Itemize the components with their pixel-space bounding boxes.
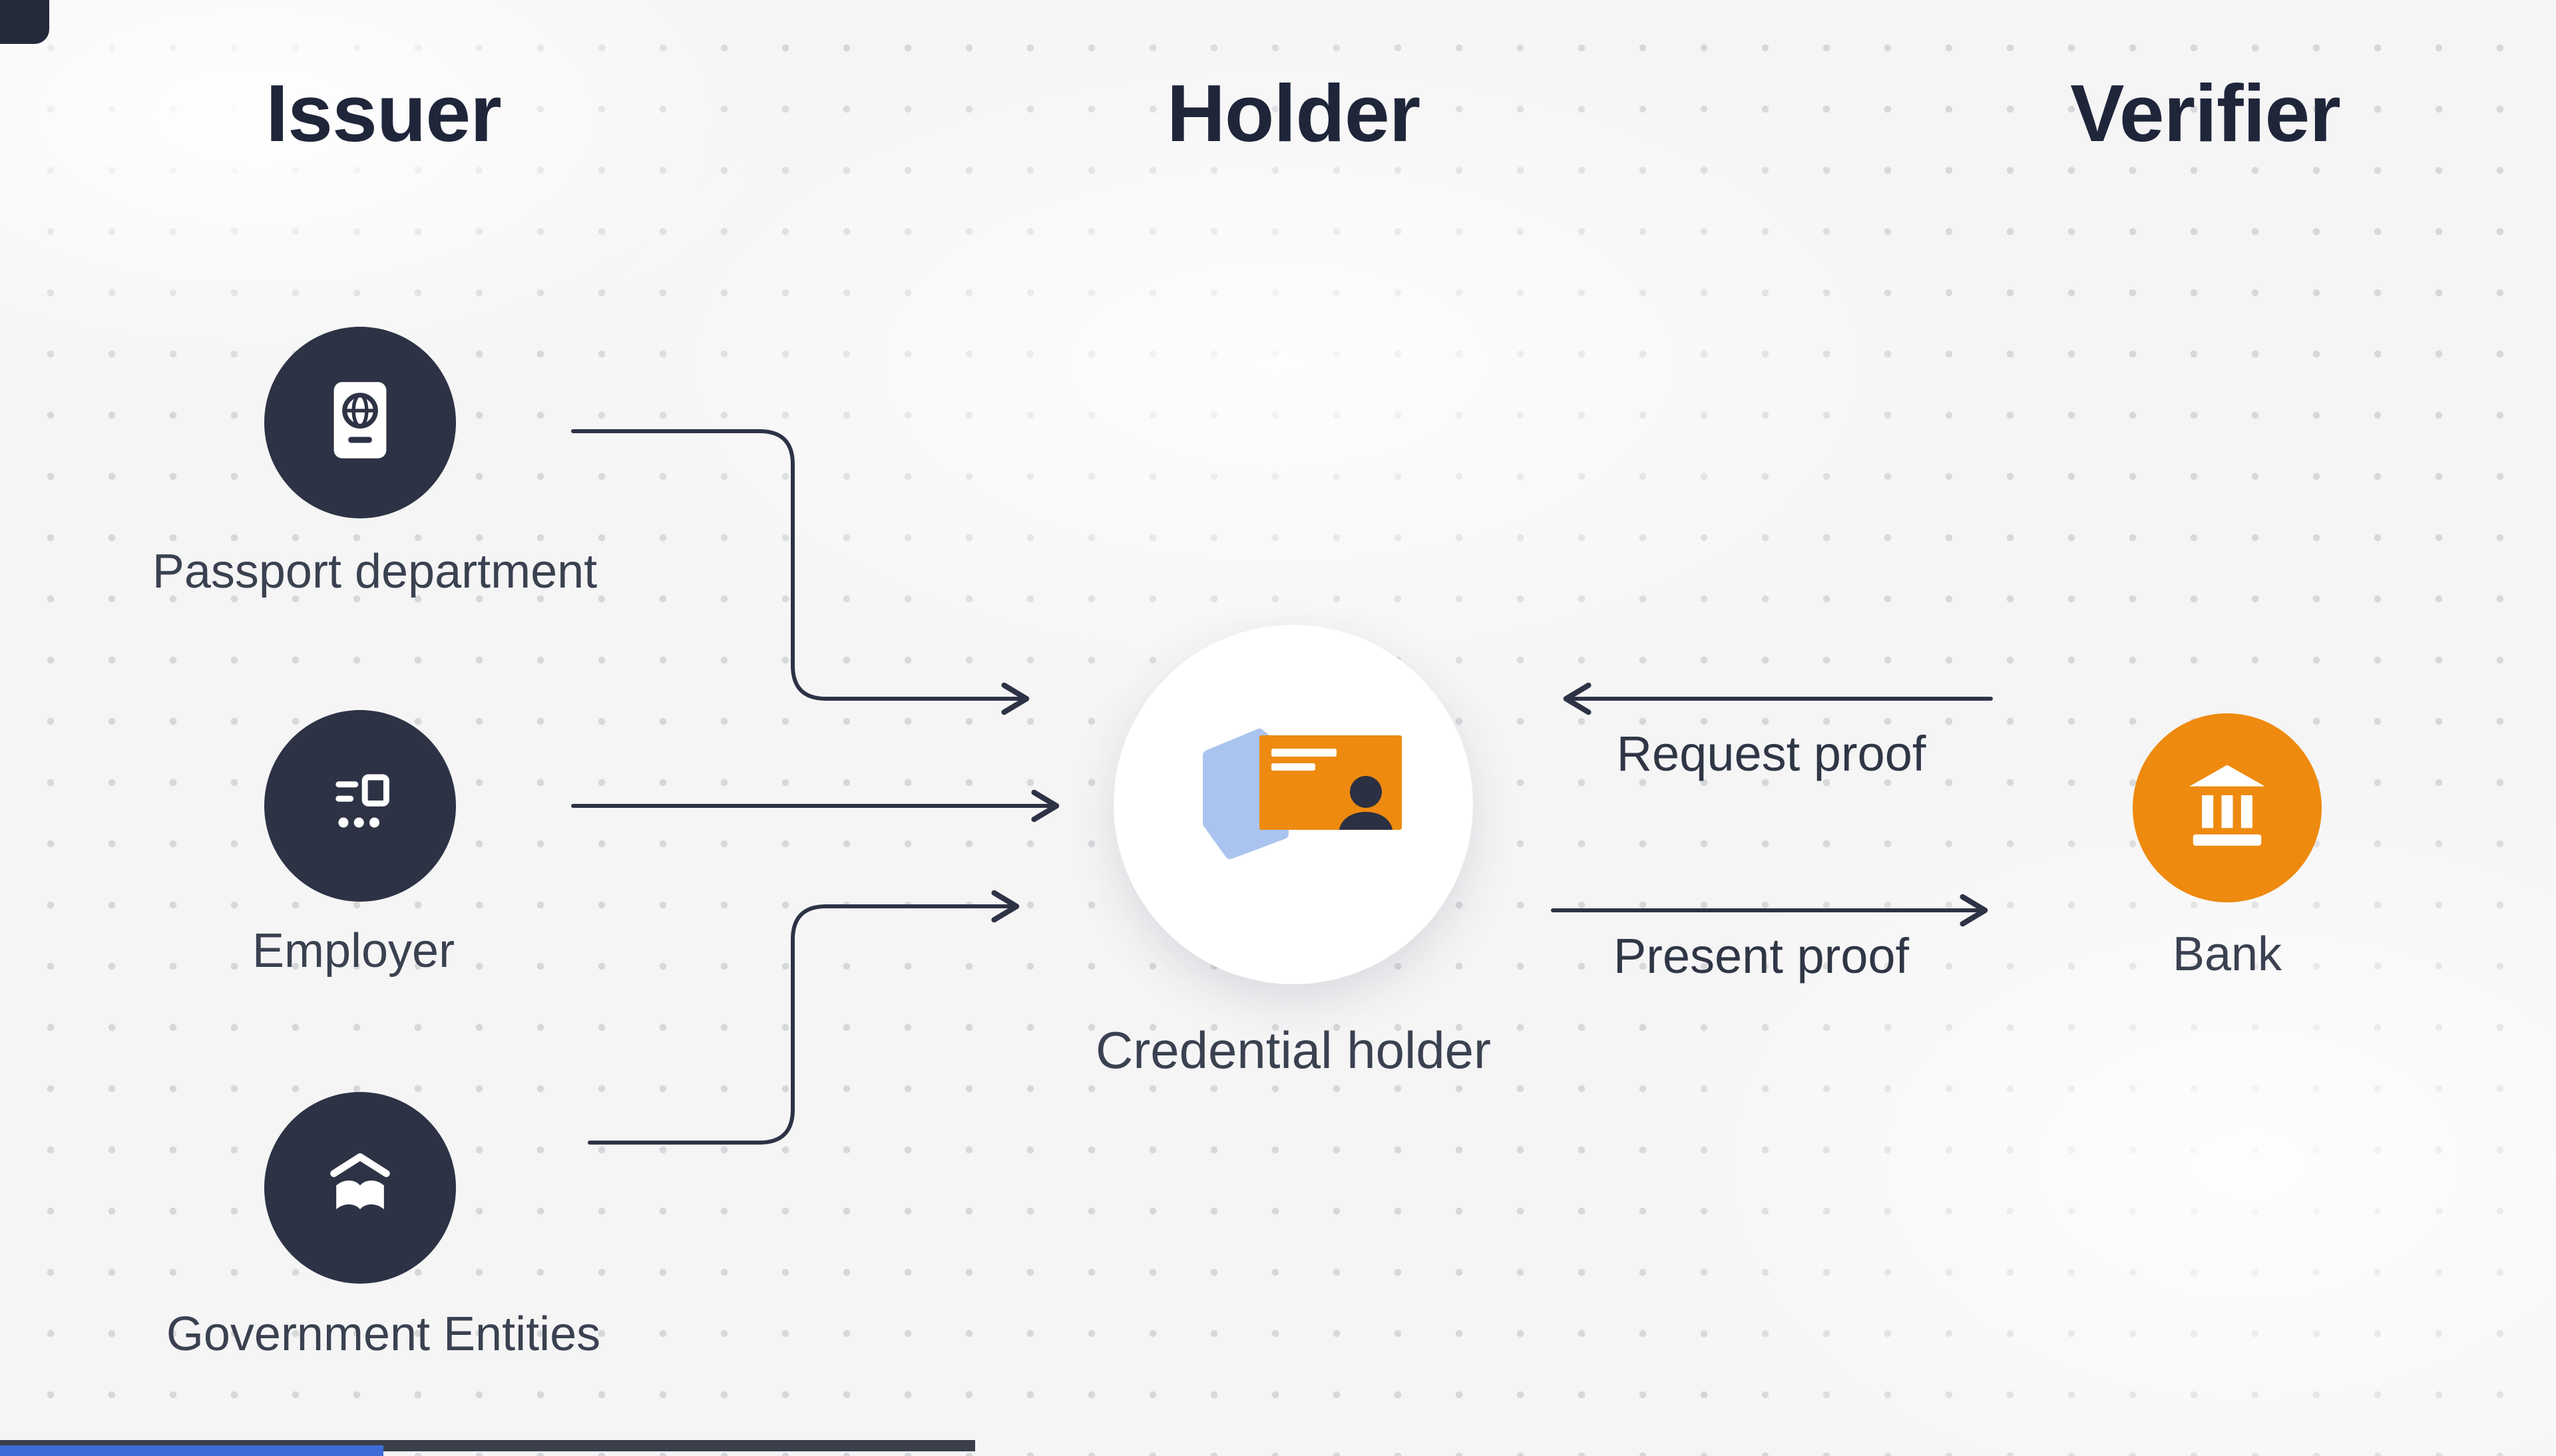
video-progress-bar[interactable] bbox=[0, 1445, 383, 1456]
passport-department-label: Passport department bbox=[152, 545, 598, 598]
bank-node bbox=[2133, 713, 2322, 902]
government-icon bbox=[330, 1153, 390, 1210]
government-entities-node bbox=[264, 1092, 456, 1284]
column-title-issuer: Issuer bbox=[266, 68, 501, 158]
bank-label: Bank bbox=[2172, 928, 2282, 981]
player-corner-overlay bbox=[0, 0, 49, 44]
employer-icon bbox=[335, 774, 389, 828]
request-proof-label: Request proof bbox=[1616, 726, 1926, 781]
bank-icon bbox=[2189, 765, 2265, 846]
government-entities-label: Government Entities bbox=[166, 1308, 601, 1361]
credential-holder-label: Credential holder bbox=[1095, 1021, 1492, 1079]
column-title-holder: Holder bbox=[1166, 68, 1420, 158]
employer-node bbox=[264, 710, 456, 902]
present-proof-label: Present proof bbox=[1613, 928, 1910, 984]
credential-card-icon bbox=[1203, 729, 1402, 859]
passport-icon bbox=[333, 382, 387, 458]
column-title-verifier: Verifier bbox=[2070, 68, 2341, 158]
employer-label: Employer bbox=[252, 924, 455, 978]
issue-arrow-government bbox=[588, 890, 1020, 1145]
issue-arrow-passport bbox=[571, 429, 1030, 715]
passport-department-node bbox=[264, 327, 456, 518]
